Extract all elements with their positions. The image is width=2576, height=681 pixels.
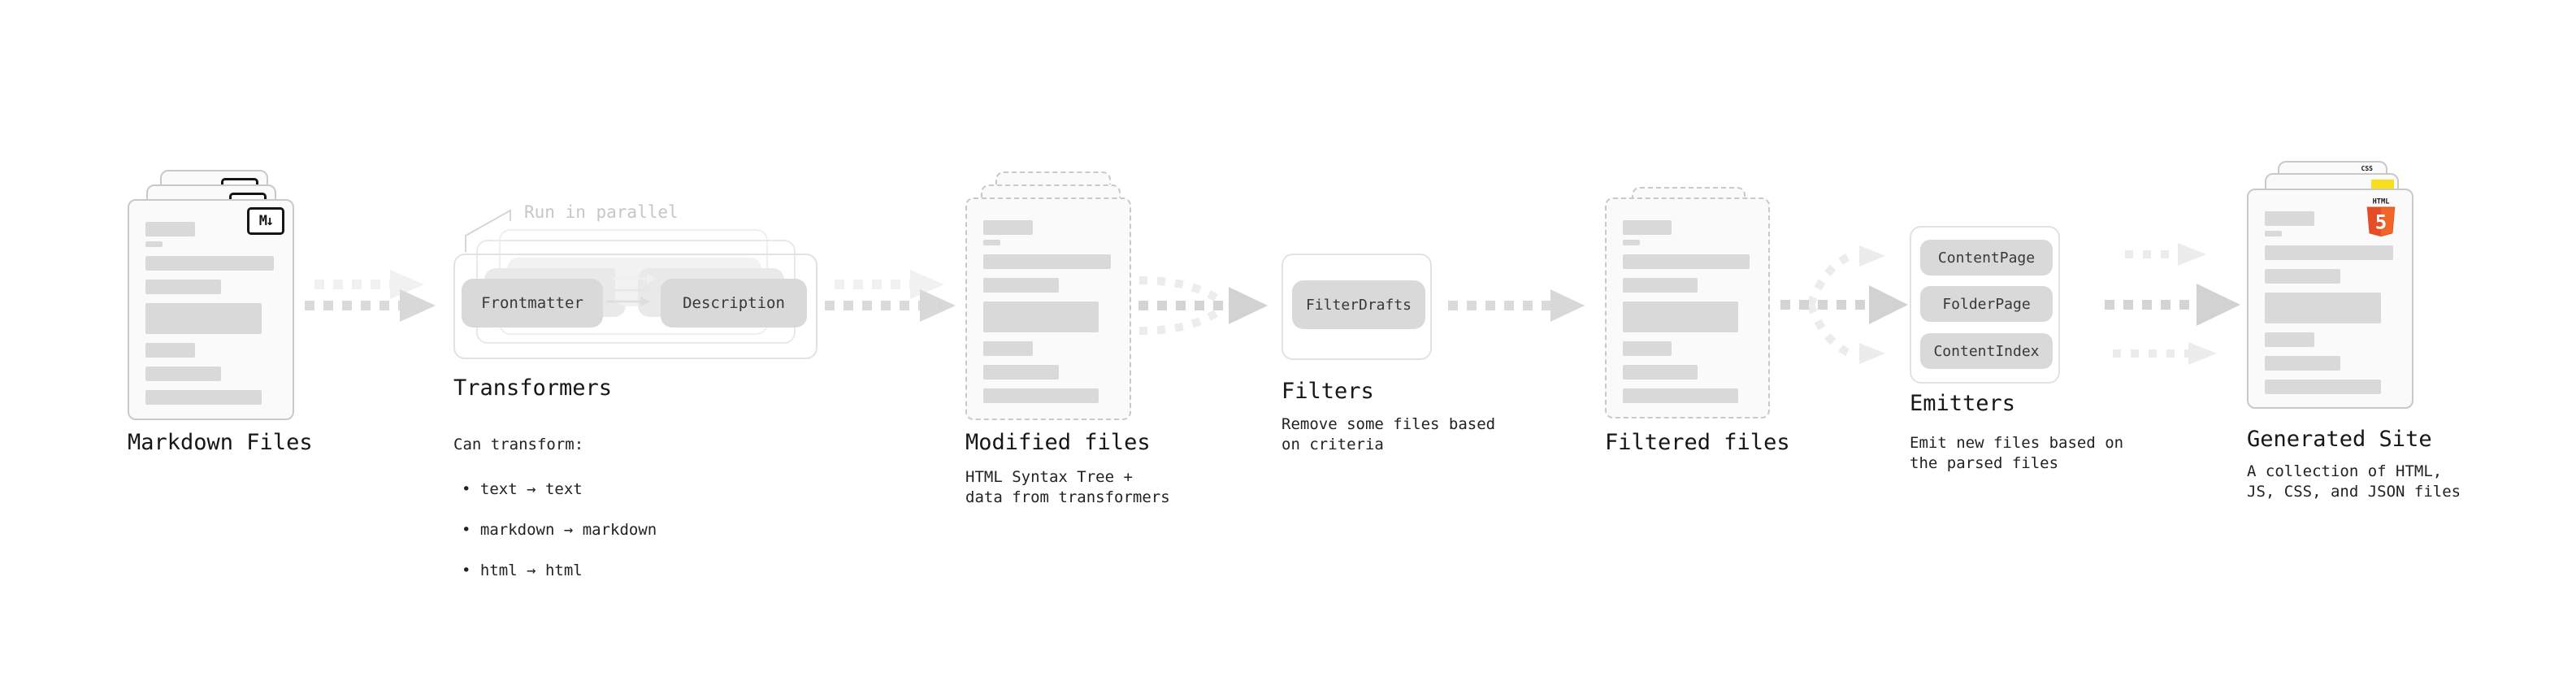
placeholder-bar	[983, 278, 1059, 293]
annotation-leader-line	[465, 209, 511, 252]
placeholder-bar	[145, 343, 196, 358]
placeholder-bar	[1623, 365, 1698, 380]
placeholder-bar	[2265, 211, 2315, 226]
contentpage-pill: ContentPage	[1920, 240, 2053, 275]
generated-site-label: Generated Site	[2247, 427, 2432, 452]
html5-icon: HTML 5	[2366, 198, 2396, 237]
placeholder-bar	[983, 341, 1033, 356]
placeholder-bar	[983, 388, 1099, 403]
emitters-frame: ContentPage FolderPage ContentIndex	[1910, 226, 2060, 384]
placeholder-bar	[1623, 240, 1640, 245]
placeholder-bar	[145, 222, 196, 236]
placeholder-bar	[145, 390, 262, 405]
placeholder-bar	[145, 256, 274, 271]
placeholder-bar	[145, 303, 262, 334]
filtered-files-label: Filtered files	[1605, 430, 1790, 455]
svg-text:5: 5	[2375, 210, 2387, 233]
transformers-bullet: • markdown → markdown	[462, 521, 657, 539]
placeholder-bar	[983, 365, 1059, 380]
flow-arrow-transformers-to-modified	[825, 270, 956, 322]
filters-frame: FilterDrafts	[1281, 254, 1432, 360]
svg-text:HTML: HTML	[2373, 198, 2390, 206]
emitters-label: Emitters	[1910, 391, 2016, 416]
placeholder-bar	[2265, 380, 2382, 394]
transformers-bullet: • text → text	[462, 480, 583, 498]
modified-files-description: HTML Syntax Tree + data from transformer…	[965, 468, 1170, 506]
placeholder-bar	[1623, 254, 1750, 269]
description-pill: Description	[661, 279, 807, 327]
contentindex-pill: ContentIndex	[1920, 333, 2053, 369]
document-text-placeholder	[1623, 220, 1752, 412]
filtered-file-card-front	[1605, 197, 1770, 419]
placeholder-bar	[1623, 278, 1698, 293]
generated-site-description: A collection of HTML, JS, CSS, and JSON …	[2247, 462, 2461, 501]
transformer-frame-front	[453, 254, 817, 359]
placeholder-bar	[145, 241, 163, 247]
placeholder-bar	[145, 280, 222, 294]
placeholder-bar	[2265, 293, 2382, 323]
modified-file-card-front	[965, 197, 1131, 420]
flow-arrow-markdown-to-transformers	[305, 270, 436, 322]
transformers-description: Can transform: • text → text • markdown …	[453, 414, 657, 601]
placeholder-bar	[2265, 231, 2282, 236]
markdown-file-card-front: M↓	[128, 199, 294, 420]
placeholder-bar	[983, 301, 1099, 332]
pill-arrow-icon	[613, 274, 657, 284]
transformers-desc-heading: Can transform:	[453, 436, 584, 453]
emitters-description: Emit new files based on the parsed files	[1910, 434, 2124, 472]
run-in-parallel-annotation: Run in parallel	[524, 202, 679, 222]
placeholder-bar	[2265, 245, 2393, 260]
placeholder-bar	[1623, 388, 1738, 403]
placeholder-bar	[2265, 332, 2315, 347]
frontmatter-pill: Frontmatter	[462, 279, 603, 327]
modified-files-label: Modified files	[965, 430, 1151, 455]
placeholder-bar	[983, 254, 1111, 269]
flow-arrow-filtered-to-emitters	[1780, 245, 1908, 364]
markdown-icon: M↓	[247, 207, 284, 235]
placeholder-bar	[2265, 356, 2341, 371]
document-text-placeholder	[145, 222, 276, 414]
placeholder-bar	[1623, 301, 1738, 332]
flow-arrow-emitters-to-generated	[2105, 243, 2240, 365]
filters-description: Remove some files based on criteria	[1281, 415, 1496, 453]
placeholder-bar	[2265, 269, 2341, 284]
folderpage-pill: FolderPage	[1920, 286, 2053, 322]
pill-arrow-icon	[606, 297, 650, 306]
filters-label: Filters	[1281, 379, 1374, 404]
filterdrafts-pill: FilterDrafts	[1292, 280, 1425, 329]
document-text-placeholder	[2265, 211, 2396, 403]
placeholder-bar	[1623, 220, 1672, 235]
flow-arrow-modified-to-filters	[1138, 276, 1268, 335]
placeholder-bar	[1623, 341, 1672, 356]
transformers-bullet: • html → html	[462, 562, 583, 579]
document-text-placeholder	[983, 220, 1113, 412]
html-file-card: HTML 5	[2247, 189, 2413, 409]
markdown-files-label: Markdown Files	[128, 430, 313, 455]
pill-arrow-icon	[609, 285, 653, 295]
transformers-label: Transformers	[453, 375, 613, 401]
placeholder-bar	[145, 367, 222, 381]
placeholder-bar	[983, 240, 1000, 245]
placeholder-bar	[983, 220, 1033, 235]
flow-arrow-filters-to-filtered	[1448, 289, 1585, 322]
